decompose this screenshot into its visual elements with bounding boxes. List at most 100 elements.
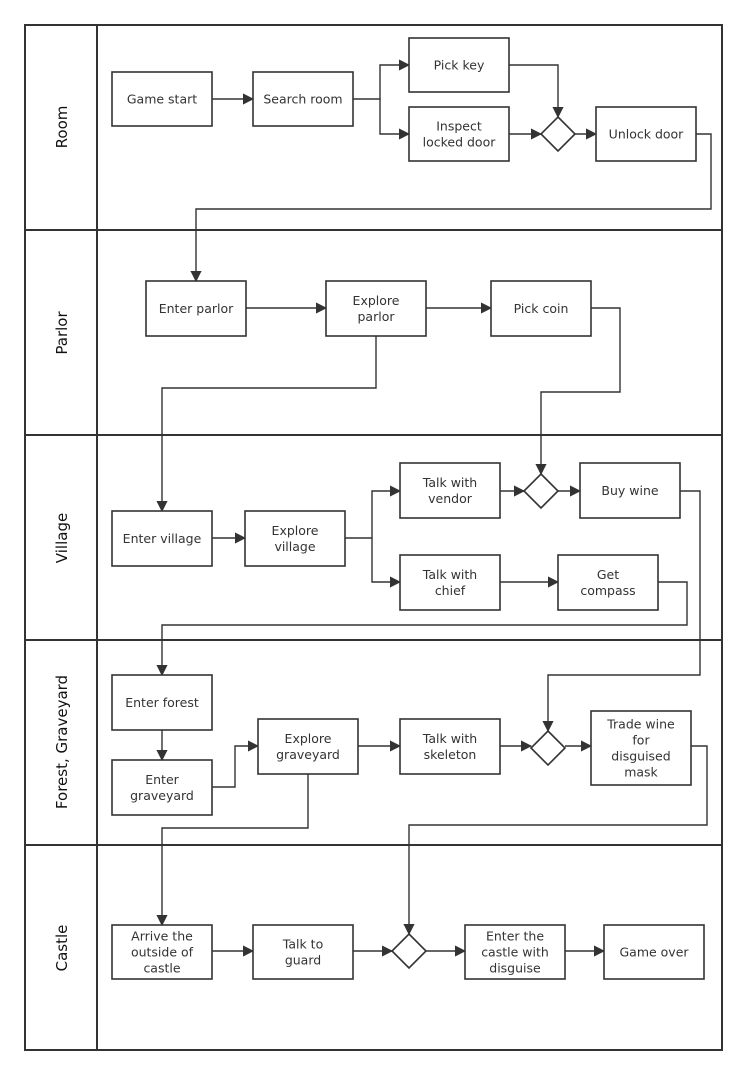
node-search-room: Search room: [252, 71, 354, 127]
node-label: Talk with: [422, 731, 477, 746]
node-label: Explore: [272, 523, 319, 538]
node-box: [603, 924, 705, 980]
decision-room: [539, 115, 577, 153]
node-box: [399, 718, 501, 775]
node-box: [257, 718, 359, 775]
node-box: [399, 462, 501, 519]
node-label: Explore: [353, 293, 400, 308]
node-box: [408, 106, 510, 162]
node-label: Pick key: [434, 58, 485, 73]
node-label: Inspect: [436, 119, 482, 134]
edge-pickkey-decision: [509, 64, 564, 119]
node-label: Enter parlor: [159, 301, 234, 316]
node-label: Game over: [619, 945, 689, 960]
node-label: Enter the: [486, 929, 544, 944]
decision-castle: [390, 932, 428, 970]
node-label: Pick coin: [514, 301, 569, 316]
node-label: Game start: [127, 92, 197, 107]
decision-village: [522, 472, 560, 510]
node-box: [252, 924, 354, 980]
node-label: parlor: [358, 309, 396, 324]
node-label: Search room: [263, 92, 342, 107]
node-label: Enter village: [123, 531, 202, 546]
node-box: [252, 71, 354, 127]
node-label: Get: [597, 567, 619, 582]
node-label: Talk with: [422, 567, 477, 582]
node-label: castle with: [481, 945, 549, 960]
node-box: [145, 280, 247, 337]
node-box: [590, 710, 692, 786]
swimlane-frame: [24, 24, 723, 1051]
lane-title-room: Room: [53, 106, 71, 149]
node-label: Enter forest: [125, 695, 199, 710]
edge-pickcoin-decision: [535, 307, 621, 476]
node-box: [111, 510, 213, 567]
edge-explore-arrive: [156, 774, 309, 927]
node-label: guard: [285, 953, 321, 968]
node-label: Explore: [285, 731, 332, 746]
edge-explore-chief: [371, 538, 402, 588]
node-box: [325, 280, 427, 337]
node-label: village: [274, 539, 315, 554]
node-box: [244, 510, 346, 567]
node-enter-parlor: Enter parlor: [145, 280, 247, 337]
lane-title-village: Village: [53, 513, 71, 563]
edges: [156, 59, 712, 957]
node-label: Trade wine: [606, 717, 675, 732]
node-label: compass: [580, 583, 635, 598]
node-unlock-door: Unlock door: [595, 106, 697, 162]
node-label: Talk to: [282, 937, 323, 952]
lane-title-parlor: Parlor: [53, 311, 71, 355]
node-label: Buy wine: [601, 483, 658, 498]
node-label: mask: [624, 765, 658, 780]
edge-buywine-decision: [542, 490, 701, 733]
node-buy-wine: Buy wine: [579, 462, 681, 519]
node-box: [464, 924, 566, 980]
edge-unlock-enterparlor: [190, 133, 712, 283]
node-label: graveyard: [276, 747, 340, 762]
node-pick-key: Pick key: [408, 37, 510, 93]
node-pick-coin: Pick coin: [490, 280, 592, 337]
node-label: locked door: [423, 135, 497, 150]
edge-graveyard-explore: [212, 740, 260, 788]
node-label: Unlock door: [609, 127, 685, 142]
node-label: graveyard: [130, 788, 194, 803]
node-label: for: [632, 733, 650, 748]
node-label: vendor: [428, 491, 473, 506]
node-box: [595, 106, 697, 162]
node-box: [111, 924, 213, 980]
node-box: [490, 280, 592, 337]
node-box: [111, 759, 213, 816]
node-label: skeleton: [424, 747, 477, 762]
edge-explore-vendor: [345, 485, 402, 539]
node-label: disguise: [489, 961, 541, 976]
node-label: disguised: [611, 749, 670, 764]
lane-title-forest-graveyard: Forest, Graveyard: [53, 675, 71, 809]
node-label: outside of: [131, 945, 194, 960]
node-label: Enter: [145, 772, 179, 787]
node-enter-forest: Enter forest: [111, 674, 213, 731]
edge-explore-entervillage: [156, 336, 377, 513]
edge-trade-castledecision: [403, 745, 708, 936]
node-game-over: Game over: [603, 924, 705, 980]
node-box: [579, 462, 681, 519]
node-enter-village: Enter village: [111, 510, 213, 567]
node-label: Arrive the: [131, 929, 193, 944]
edge-compass-enterforest: [156, 581, 688, 677]
node-label: chief: [435, 583, 466, 598]
edge-search-pickkey: [353, 59, 411, 100]
nodes: Game start Search room Pick keyInspectlock…: [111, 37, 705, 980]
